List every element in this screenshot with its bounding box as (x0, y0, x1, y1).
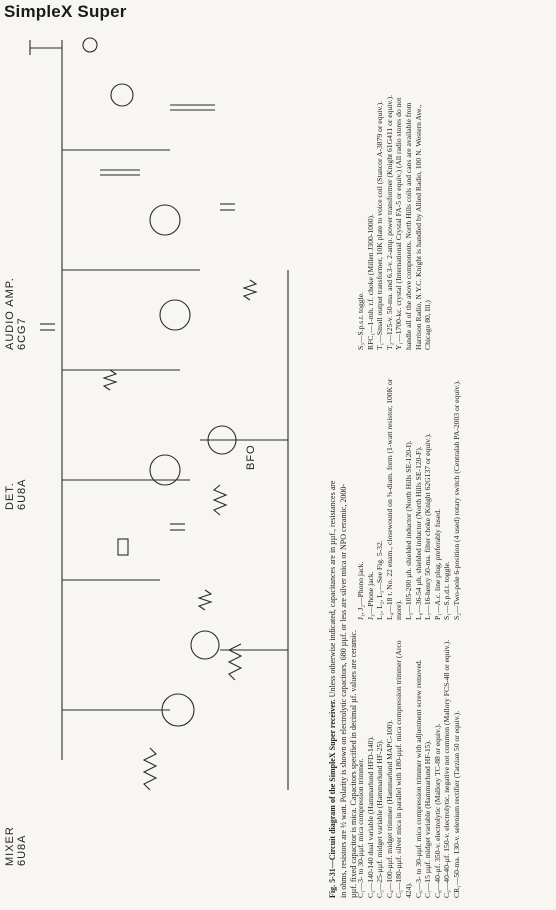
parts-list-item: C₁—3- to 30-µµf. mica compression trimme… (356, 758, 365, 898)
parts-list-item: L₇—16-henry 50-ma. filter choke (Knight … (423, 433, 433, 620)
section-bfo-label: BFO (245, 444, 257, 470)
crystal-y1 (117, 538, 129, 556)
parts-list-item: C₄—100-µµf. midget trimmer (Hammarlund M… (384, 719, 394, 898)
parts-list-item: L₆—36-54 µh. shielded inductor (North Hi… (413, 446, 423, 620)
parts-list-item: C₅—180-µµf. silver mica in parallel with… (394, 640, 413, 898)
parts-list-item: C₉—40-40-µf. 150-v. electrolytic, negati… (442, 639, 452, 898)
parts-list-item: Y₁—1700-kc. crystal (International Cryst… (394, 97, 433, 350)
tube-v2a (149, 454, 181, 486)
tube-v1a (161, 693, 195, 727)
parts-list-item: P₁—A.c. line plug, preferably fused. (432, 508, 442, 620)
parts-list-item: L₄—18 t. No. 22 enam., closewound on ⅜-d… (384, 378, 404, 620)
parts-list-item: C₈—40-µf. 350-v. electrolytic (Mallory T… (432, 723, 442, 898)
parts-list-item: C₇—15 µµf. midget variable (Hammarlund H… (423, 740, 433, 898)
parts-list-item: L₅—105-200 µh. shielded inductor (North … (403, 440, 413, 620)
parts-list-item: S₂—Two-pole 6-position (4 used) rotary s… (451, 380, 461, 620)
section-audio-label: AUDIO AMP. 6CG7 (4, 277, 28, 350)
coil-l3 (227, 643, 243, 681)
coil-l1 (142, 747, 158, 791)
tube-v2b (207, 425, 237, 455)
section-mixer-label: MIXER 6U8A (4, 826, 28, 866)
tube-v3a (159, 299, 191, 331)
tube-v1b (190, 630, 220, 660)
parts-list-item: C₂—140-140 dual variable (Hammarlund HFD… (365, 736, 375, 898)
parts-list-item: J₃—Phone jack. (365, 571, 375, 620)
parts-list-item: CR₁—50-ma. 130-v. selenium rectifier (Ta… (451, 710, 461, 898)
parts-list-column-3: S₃—S.p.s.t. toggle. RFC₁—1-mh. r.f. chok… (356, 90, 433, 350)
coil-l5 (212, 484, 228, 516)
speaker (82, 37, 98, 53)
parts-list-item: T₁—Small output transformer, 10K plate t… (375, 100, 385, 350)
tube-rectifier (110, 83, 134, 107)
parts-list-item: C₆—3- to 30-µµf. mica compression trimme… (413, 659, 423, 898)
schematic-diagram (29, 37, 289, 791)
parts-list-item: S₃—S.p.s.t. toggle. (356, 292, 365, 350)
parts-list-item: L₁, L₂, L₃—See Fig. 5-32. (375, 540, 385, 620)
caption-lead: Fig. 5-31—Circuit diagram of the SimpleX… (328, 699, 337, 898)
parts-list-column-2: J₁, J₂—Phono jack. J₃—Phone jack. L₁, L₂… (356, 360, 462, 620)
parts-list-item: RFC₁—1-mh. r.f. choke (Millen J300-1000)… (365, 214, 375, 350)
parts-list-item: S₁—S.p.d.t. toggle. (442, 561, 452, 620)
parts-list-column-1: C₁—3- to 30-µµf. mica compression trimme… (356, 638, 462, 898)
figure-caption: Fig. 5-31—Circuit diagram of the SimpleX… (328, 476, 360, 898)
tube-v3b (149, 204, 181, 236)
parts-list-item: J₁, J₂—Phono jack. (356, 561, 365, 620)
parts-list-item: T₂—125-v. 50-ma. and 6.3-v. 2-amp. power… (384, 94, 394, 350)
section-det-label: DET. 6U8A (4, 478, 28, 510)
parts-list-item: C₃—25-µµf. midget variable (Hammarlund H… (375, 739, 385, 898)
page-title: SimpleX Super (4, 2, 127, 21)
